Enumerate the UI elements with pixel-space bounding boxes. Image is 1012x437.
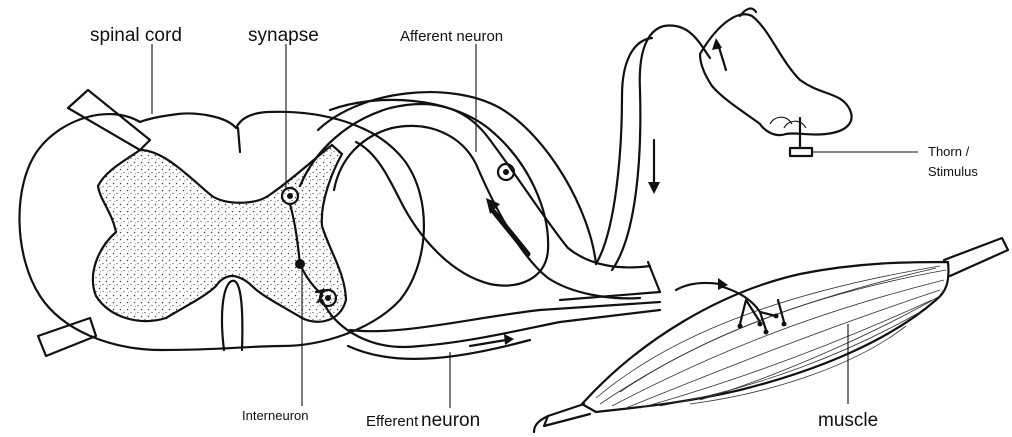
afferent-fiber-lower	[334, 126, 640, 298]
efferent-fiber	[322, 300, 660, 347]
efferent-arrowhead	[504, 334, 514, 345]
afferent-cell-body	[498, 164, 514, 180]
muscle-tendon-left	[544, 404, 590, 426]
motor-end-plates	[720, 286, 787, 335]
ganglion-outer-loop	[318, 92, 596, 264]
efferent-arrow	[470, 340, 506, 346]
label-synapse: synapse	[248, 25, 319, 46]
motor-arrow-out	[676, 283, 720, 290]
sensory-arrowhead-finger	[712, 38, 722, 50]
ventral-median-fissure	[222, 281, 242, 350]
muscle-tendon-right	[944, 238, 1008, 276]
label-efferent-prefix: Efferent	[366, 413, 419, 430]
dorsal-median-groove	[238, 128, 240, 152]
thorn-stimulus	[790, 118, 812, 156]
label-afferent-neuron: Afferent neuron	[400, 28, 503, 45]
label-thorn-line2: Stimulus	[928, 164, 978, 179]
label-efferent-word: neuron	[421, 410, 480, 431]
label-muscle: muscle	[818, 410, 878, 431]
label-spinal-cord: spinal cord	[90, 25, 182, 46]
signal-arrowhead-down	[648, 182, 660, 194]
label-thorn-line1: Thorn /	[928, 144, 970, 159]
afferent-fiber-upper	[300, 104, 650, 267]
muscle-fibers	[596, 266, 946, 408]
sensory-fiber-to-finger-2	[596, 38, 652, 264]
label-interneuron: Interneuron	[242, 408, 309, 423]
afferent-signal-arrow	[494, 212, 528, 254]
finger	[700, 14, 852, 135]
